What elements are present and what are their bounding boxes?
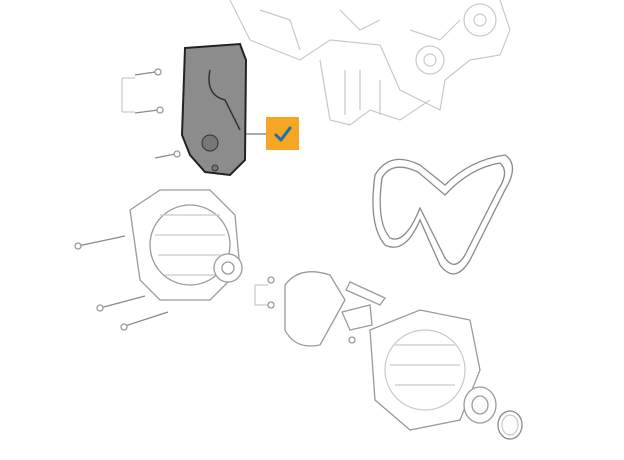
- drive-belt: [372, 154, 514, 275]
- pulley: [463, 386, 497, 424]
- bracket-bolts: [121, 68, 181, 159]
- tensioner-bracket: [180, 42, 266, 177]
- snap-ring: [497, 410, 523, 440]
- alternator-rear-view: [369, 309, 481, 431]
- engine-block: [229, 0, 511, 126]
- alternator-bolts: [74, 235, 169, 331]
- alternator: [129, 189, 243, 301]
- selected-part-badge[interactable]: [266, 117, 299, 150]
- rectifier-brush-holder: [254, 271, 386, 347]
- checkmark-icon: [274, 126, 291, 141]
